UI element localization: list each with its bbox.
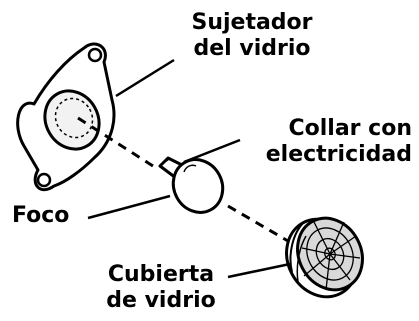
label-glass-cover-line1: Cubierta: [107, 262, 215, 287]
bulb-drawing: [158, 156, 225, 214]
plate-opening: [43, 89, 101, 151]
leader-bulb: [87, 194, 171, 220]
glass-holder-plate: [16, 42, 116, 192]
plate-hole-top: [87, 47, 103, 63]
leader-glass-cover: [227, 262, 291, 279]
label-glass-cover: Cubierta de vidrio: [96, 262, 226, 314]
plate-hole-bottom: [36, 172, 52, 188]
leader-glass-holder: [115, 58, 175, 98]
label-electric-collar: Collar con electricidad: [236, 116, 412, 168]
label-glass-holder-line2: del vidrio: [193, 36, 311, 61]
label-bulb: Foco: [12, 203, 70, 228]
label-electric-collar-line2: electricidad: [265, 142, 412, 167]
glass-cover-drawing: [285, 216, 364, 299]
label-electric-collar-line1: Collar con: [288, 116, 412, 141]
label-glass-holder: Sujetador del vidrio: [172, 10, 332, 62]
label-glass-cover-line2: de vidrio: [106, 288, 216, 313]
label-glass-holder-line1: Sujetador: [191, 10, 313, 35]
leader-lines: [87, 58, 291, 279]
leader-electric-collar: [183, 138, 241, 164]
